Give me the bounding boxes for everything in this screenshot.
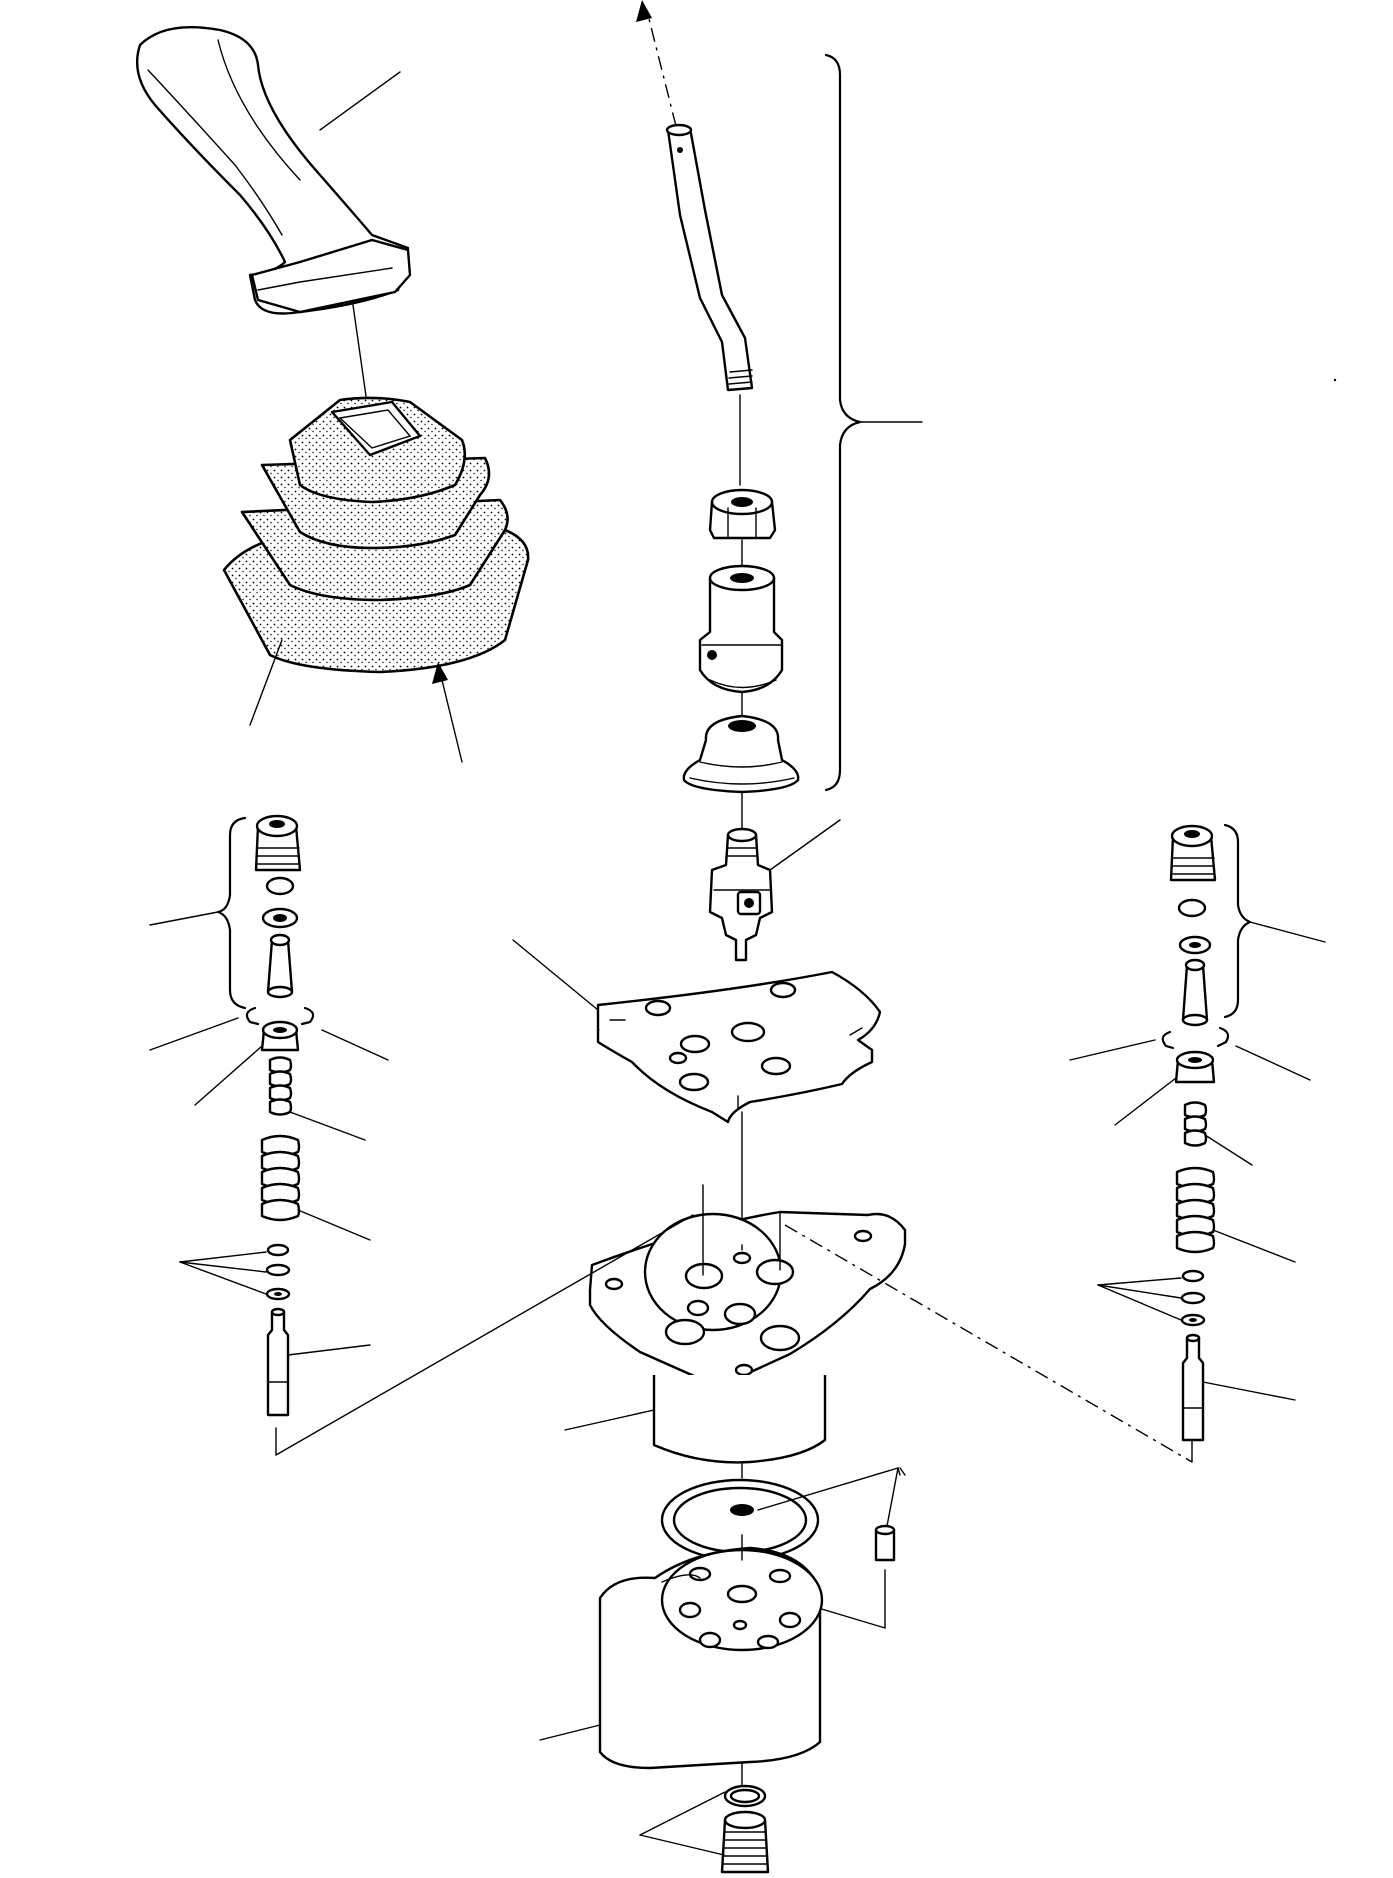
leader-right-retainer	[1114, 1077, 1177, 1126]
leader-pin-c	[886, 1467, 899, 1527]
leader-valve-body	[564, 1409, 655, 1431]
leader-casing	[539, 1724, 601, 1741]
leader-left-retainer	[194, 1045, 263, 1106]
leader-right-shim-2	[1097, 1284, 1182, 1299]
leader-right-shim-1	[1097, 1277, 1182, 1286]
shaft-arrowhead	[636, 0, 652, 22]
boot-arrowhead	[432, 662, 448, 684]
valve-body-flange	[588, 1210, 907, 1396]
leader-left-shim-1	[179, 1251, 267, 1263]
leader-left-clip-r	[321, 1029, 389, 1061]
scan-dot	[1333, 378, 1337, 382]
right-bracket	[1223, 823, 1252, 1019]
lock-nut	[708, 488, 777, 540]
lever-collar	[698, 564, 784, 694]
universal-joint	[708, 827, 774, 962]
leader-knob	[319, 71, 401, 131]
lever-shaft	[665, 123, 754, 392]
bottom-plug	[720, 1810, 770, 1874]
guide-left-to-body	[275, 1214, 694, 1456]
leader-left-spring-large	[297, 1209, 371, 1241]
leader-boot	[249, 639, 283, 726]
leader-left-spring-small	[289, 1111, 366, 1141]
leader-right-bracket	[1249, 921, 1326, 943]
seal-cup	[682, 714, 800, 794]
leader-right-shim-3	[1097, 1284, 1182, 1321]
leader-gasket-a	[757, 1467, 899, 1511]
left-plunger-assembly	[245, 814, 315, 1417]
assembly-bracket	[824, 53, 862, 792]
rubber-boot	[222, 396, 530, 674]
leader-right-spring-small	[1204, 1134, 1253, 1166]
leader-plug-a	[639, 1791, 726, 1836]
leader-right-rod	[1202, 1381, 1296, 1401]
leader-ujoint	[769, 819, 841, 871]
leader-left-shim-2	[179, 1261, 267, 1273]
knob-axis-line	[352, 304, 369, 411]
leader-left-rod	[287, 1344, 371, 1356]
leader-right-clip-r	[1235, 1045, 1311, 1081]
leader-left-shim-3	[179, 1261, 267, 1295]
bottom-o-ring-inner	[729, 1788, 761, 1804]
leader-left-clip-l	[149, 1017, 239, 1051]
leader-right-clip-l	[1069, 1039, 1156, 1061]
right-plunger-assembly	[1161, 824, 1230, 1442]
leader-camplate	[512, 939, 599, 1011]
leader-pin-collect	[899, 1467, 906, 1476]
valve-body-cylinder	[652, 1375, 827, 1464]
leader-boot-arrow	[439, 671, 463, 763]
left-bracket	[216, 816, 247, 1010]
dowel-pin	[874, 1524, 896, 1562]
leader-left-bracket	[149, 911, 219, 926]
valve-casing	[598, 1546, 824, 1770]
leader-right-spring-large	[1212, 1229, 1296, 1263]
shaft-extension-line	[647, 14, 677, 127]
cam-plate	[596, 970, 882, 1124]
leader-plug-b	[639, 1834, 725, 1856]
guide-right-to-body	[784, 1224, 1193, 1463]
lever-knob	[136, 25, 412, 315]
